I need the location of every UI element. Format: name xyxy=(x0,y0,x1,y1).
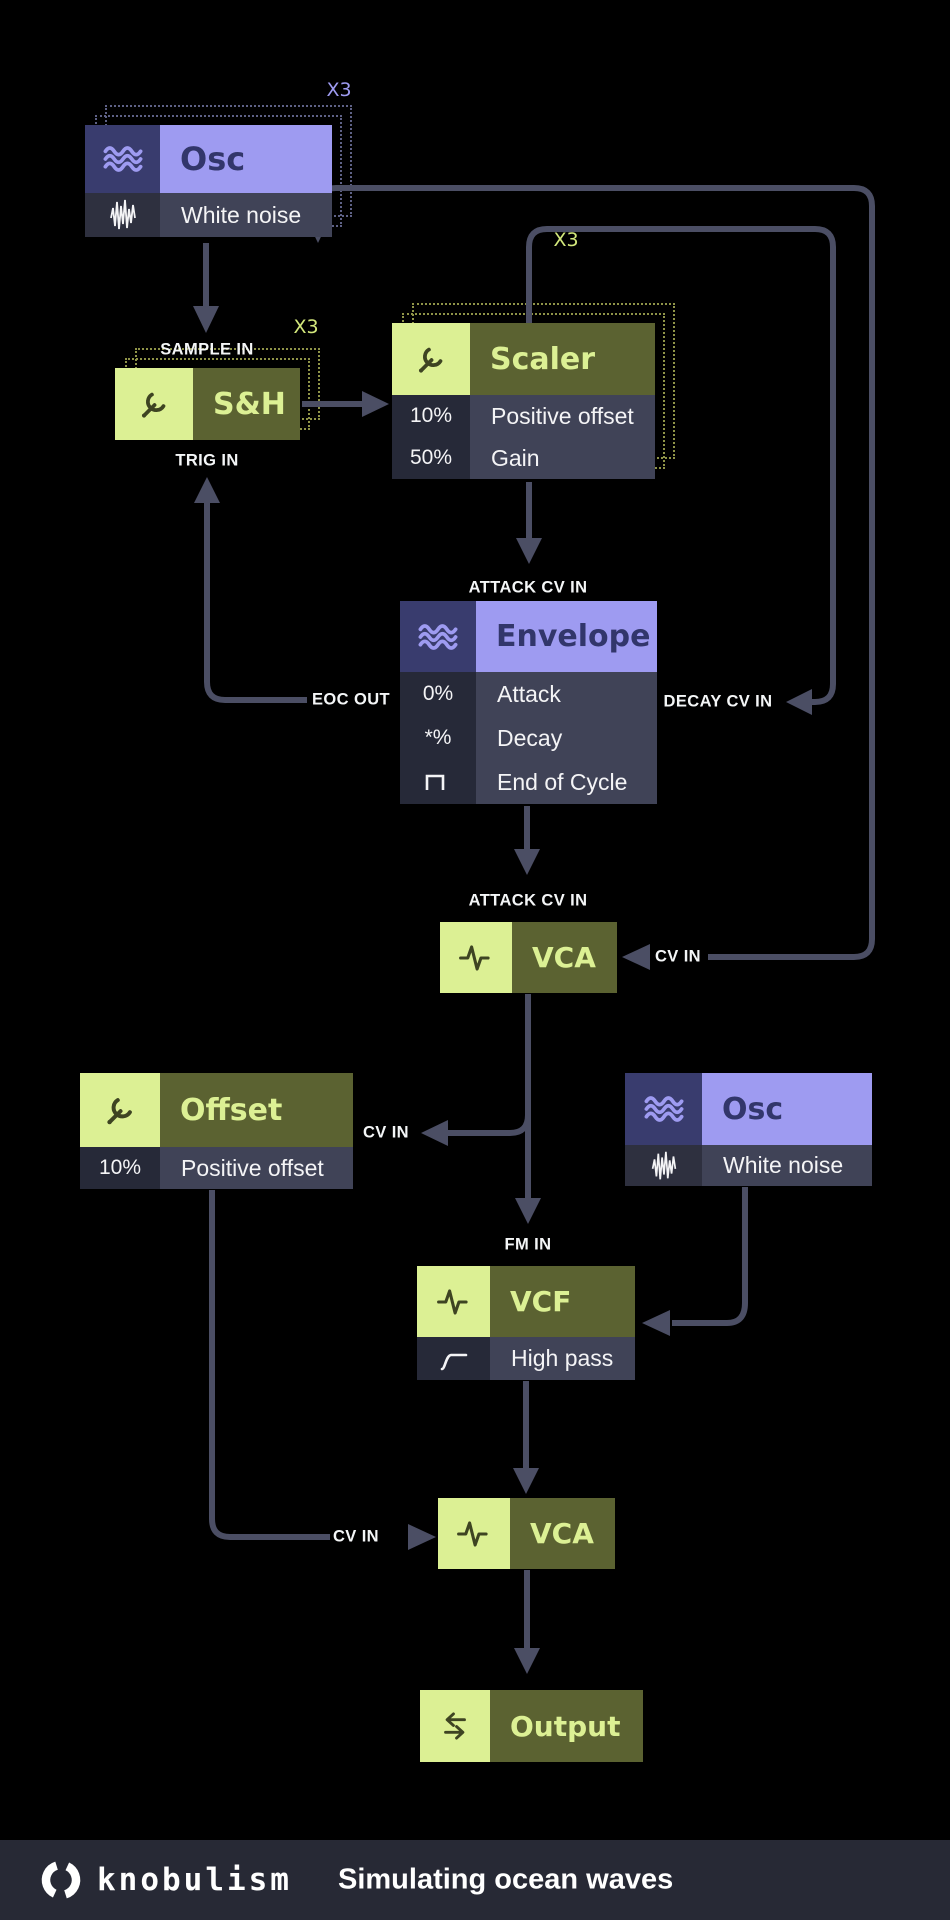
arrowhead xyxy=(408,1524,436,1550)
arrowhead xyxy=(193,306,219,333)
arrowhead xyxy=(516,538,542,564)
wire-top-to-vca1-cv xyxy=(315,185,875,960)
port-label-cv-in: CV IN xyxy=(362,1123,410,1142)
wrench-icon xyxy=(392,323,470,395)
arrowhead xyxy=(513,1468,539,1494)
row-value: 0% xyxy=(400,672,476,716)
block-scaler: Scaler 10% Positive offset 50% Gain xyxy=(392,323,655,479)
row-label: Positive offset xyxy=(470,395,655,437)
arrowhead xyxy=(514,1648,540,1674)
block-title: S&H xyxy=(193,368,300,440)
block-title: Output xyxy=(490,1690,643,1762)
row-value: 50% xyxy=(392,437,470,479)
block-sh: S&H xyxy=(115,368,300,440)
wrench-icon xyxy=(115,368,193,440)
arrowhead xyxy=(786,689,812,715)
block-vca2: VCA xyxy=(438,1498,615,1569)
port-label-cv-in: CV IN xyxy=(332,1527,380,1546)
waves-icon xyxy=(85,125,160,193)
row-label: Attack xyxy=(476,672,657,716)
port-label-attack-cv-in: ATTACK CV IN xyxy=(468,578,588,597)
block-title: Osc xyxy=(160,125,332,193)
arrowhead xyxy=(514,849,540,875)
block-vcf: VCF High pass xyxy=(417,1266,635,1380)
block-title: Offset xyxy=(160,1073,353,1147)
block-osc2: Osc White noise xyxy=(625,1073,872,1186)
noise-icon xyxy=(625,1145,702,1186)
row-label: Gain xyxy=(470,437,655,479)
footer-bar: knobulism Simulating ocean waves xyxy=(0,1840,950,1920)
port-label-fm-in: FM IN xyxy=(504,1235,552,1254)
arrowhead xyxy=(421,1120,448,1146)
row-value: *% xyxy=(400,716,476,760)
row-label: White noise xyxy=(160,193,332,237)
spike-icon xyxy=(440,922,512,993)
block-envelope: Envelope 0% Attack *% Decay End of Cycle xyxy=(400,601,657,804)
brand-name: knobulism xyxy=(97,1862,292,1898)
wire-eoc-to-trig xyxy=(204,500,307,703)
block-vca1: VCA xyxy=(440,922,617,993)
port-label-attack-cv-in: ATTACK CV IN xyxy=(468,891,588,910)
wrench-icon xyxy=(80,1073,160,1147)
waves-icon xyxy=(400,601,476,672)
block-title: Scaler xyxy=(470,323,655,395)
port-label-eoc-out: EOC OUT xyxy=(312,690,390,709)
wire-offset-to-vca2-cv xyxy=(209,1190,330,1540)
swap-icon xyxy=(420,1690,490,1762)
block-title: Osc xyxy=(702,1073,872,1145)
row-label: Positive offset xyxy=(160,1147,353,1189)
port-label-cv-in: CV IN xyxy=(654,947,702,966)
block-title: Envelope xyxy=(476,601,657,672)
block-osc1: Osc White noise xyxy=(85,125,332,237)
arrowhead xyxy=(362,391,389,417)
noise-icon xyxy=(85,193,160,237)
spike-icon xyxy=(417,1266,490,1337)
arrowhead xyxy=(515,1198,541,1224)
waves-icon xyxy=(625,1073,702,1145)
port-label-sample-in: SAMPLE IN xyxy=(160,340,254,359)
port-label-decay-cv-in: DECAY CV IN xyxy=(663,692,773,711)
row-label: White noise xyxy=(702,1145,872,1186)
row-value: 10% xyxy=(392,395,470,437)
row-label: High pass xyxy=(490,1337,635,1380)
row-value: 10% xyxy=(80,1147,160,1189)
multiplier-osc1: X3 xyxy=(326,79,352,101)
port-label-trig-in: TRIG IN xyxy=(175,451,239,470)
pulse-icon xyxy=(400,760,476,804)
arrowhead xyxy=(642,1310,670,1336)
arrowhead xyxy=(622,944,650,970)
knob-logo-icon xyxy=(38,1857,84,1908)
multiplier-scaler: X3 xyxy=(553,229,579,251)
block-output: Output xyxy=(420,1690,643,1762)
block-title: VCA xyxy=(512,922,617,993)
block-offset: Offset 10% Positive offset xyxy=(80,1073,353,1189)
wire-scaler-to-decay xyxy=(526,226,836,705)
multiplier-sh: X3 xyxy=(293,316,319,338)
block-title: VCA xyxy=(510,1498,615,1569)
arrowhead xyxy=(194,477,220,503)
highpass-icon xyxy=(417,1337,490,1380)
patch-caption: Simulating ocean waves xyxy=(338,1863,674,1896)
row-label: End of Cycle xyxy=(476,760,657,804)
wire-osc2-to-vcf xyxy=(672,1187,748,1326)
spike-icon xyxy=(438,1498,510,1569)
wire-vca1-to-offset-cv xyxy=(448,1108,531,1136)
row-label: Decay xyxy=(476,716,657,760)
block-title: VCF xyxy=(490,1266,635,1337)
